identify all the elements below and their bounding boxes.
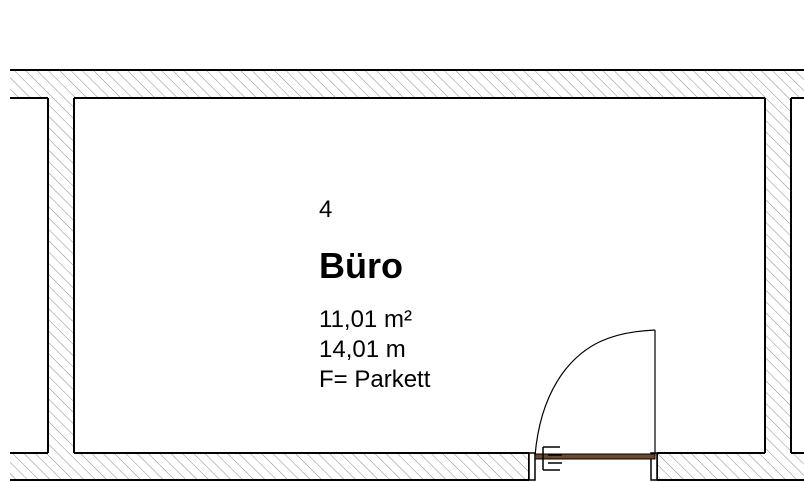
wall-right: [764, 98, 792, 453]
door-swing: [534, 329, 656, 457]
room-name: Büro: [319, 245, 403, 286]
room-number: 4: [319, 196, 333, 223]
room-area: 11,01 m²: [319, 306, 412, 333]
wall-bottom-right: [656, 452, 804, 481]
wall-left: [47, 98, 75, 453]
wall-top: [10, 69, 804, 99]
door-leaf: [534, 453, 656, 460]
room-perimeter: 14,01 m: [319, 336, 406, 363]
door-frame: [528, 452, 658, 481]
wall-bottom-left: [10, 452, 530, 481]
door-handle-icon: [542, 446, 562, 471]
room-floor-finish: F= Parkett: [319, 366, 431, 393]
